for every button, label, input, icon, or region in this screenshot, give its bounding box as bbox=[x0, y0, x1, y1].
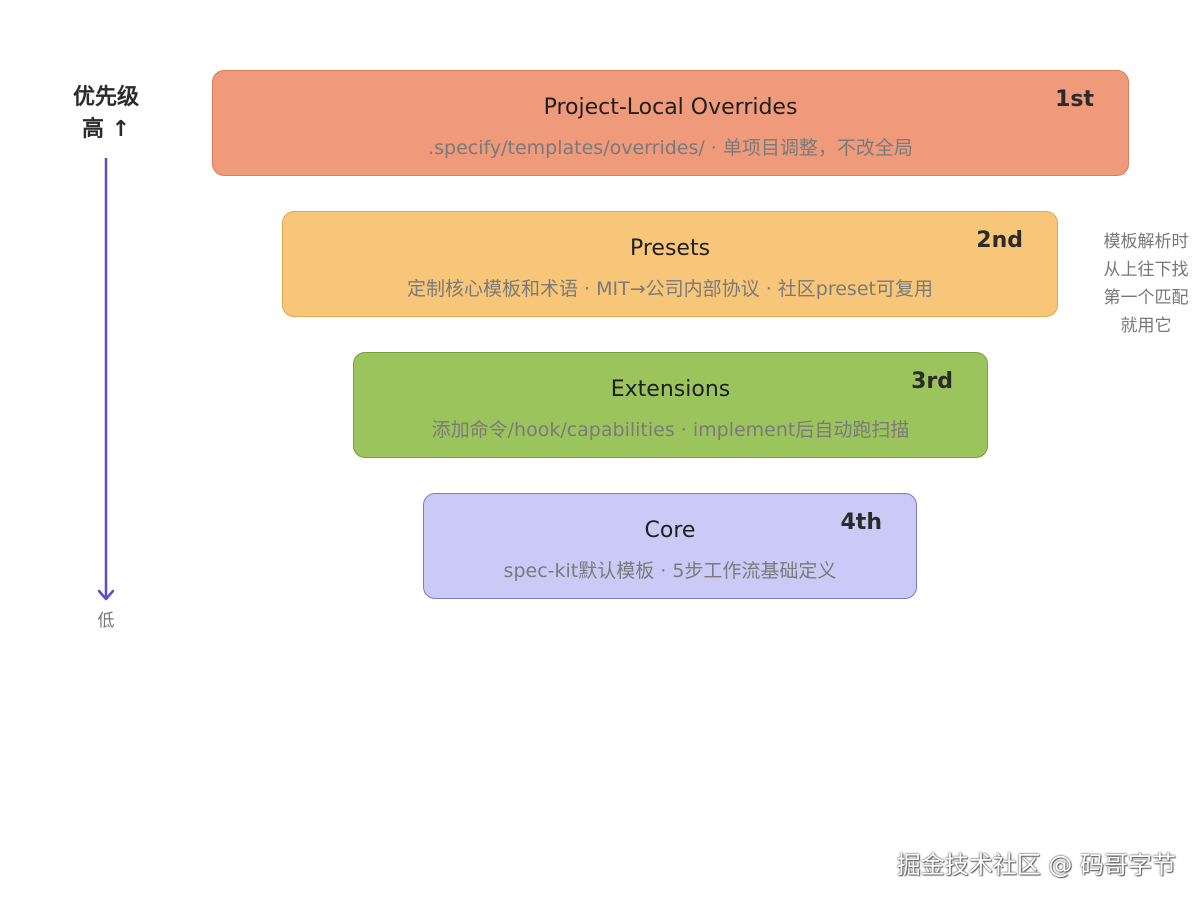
resolution-note-line: 第一个匹配 bbox=[1103, 288, 1189, 308]
priority-arrow-head bbox=[97, 589, 115, 601]
priority-label-low: 低 bbox=[97, 611, 115, 631]
layer-description: .specify/templates/overrides/ · 单项目调整，不改… bbox=[428, 137, 913, 159]
priority-axis-label: 优先级 高 ↑ bbox=[56, 82, 156, 146]
layer-description: spec-kit默认模板 · 5步工作流基础定义 bbox=[503, 560, 837, 582]
priority-label-title: 优先级 bbox=[72, 85, 139, 110]
layer-title: Core bbox=[644, 518, 696, 543]
resolution-note: 模板解析时 从上往下找 第一个匹配 就用它 bbox=[1092, 228, 1200, 340]
resolution-note-line: 就用它 bbox=[1120, 316, 1172, 336]
watermark: 掘金技术社区 @ 码哥字节 bbox=[896, 851, 1176, 879]
resolution-note-line: 模板解析时 bbox=[1103, 232, 1189, 252]
layer-rank: 3rd bbox=[911, 369, 953, 394]
layer-rank: 1st bbox=[1055, 87, 1094, 112]
layer-title: Project-Local Overrides bbox=[543, 95, 798, 120]
layer-title: Presets bbox=[629, 236, 711, 261]
priority-label-high: 高 ↑ bbox=[81, 117, 131, 142]
layer-extensions: Extensions 添加命令/hook/capabilities · impl… bbox=[353, 352, 988, 458]
layer-core: Core spec-kit默认模板 · 5步工作流基础定义 4th bbox=[423, 493, 917, 599]
layer-description: 添加命令/hook/capabilities · implement后自动跑扫描 bbox=[431, 419, 910, 441]
layer-description: 定制核心模板和术语 · MIT→公司内部协议 · 社区preset可复用 bbox=[407, 278, 933, 300]
layer-project-local-overrides: Project-Local Overrides .specify/templat… bbox=[212, 70, 1129, 176]
layer-rank: 2nd bbox=[976, 228, 1023, 253]
layer-rank: 4th bbox=[840, 510, 883, 535]
resolution-note-line: 从上往下找 bbox=[1103, 260, 1189, 280]
layer-title: Extensions bbox=[610, 377, 731, 402]
layer-presets: Presets 定制核心模板和术语 · MIT→公司内部协议 · 社区prese… bbox=[282, 211, 1058, 317]
